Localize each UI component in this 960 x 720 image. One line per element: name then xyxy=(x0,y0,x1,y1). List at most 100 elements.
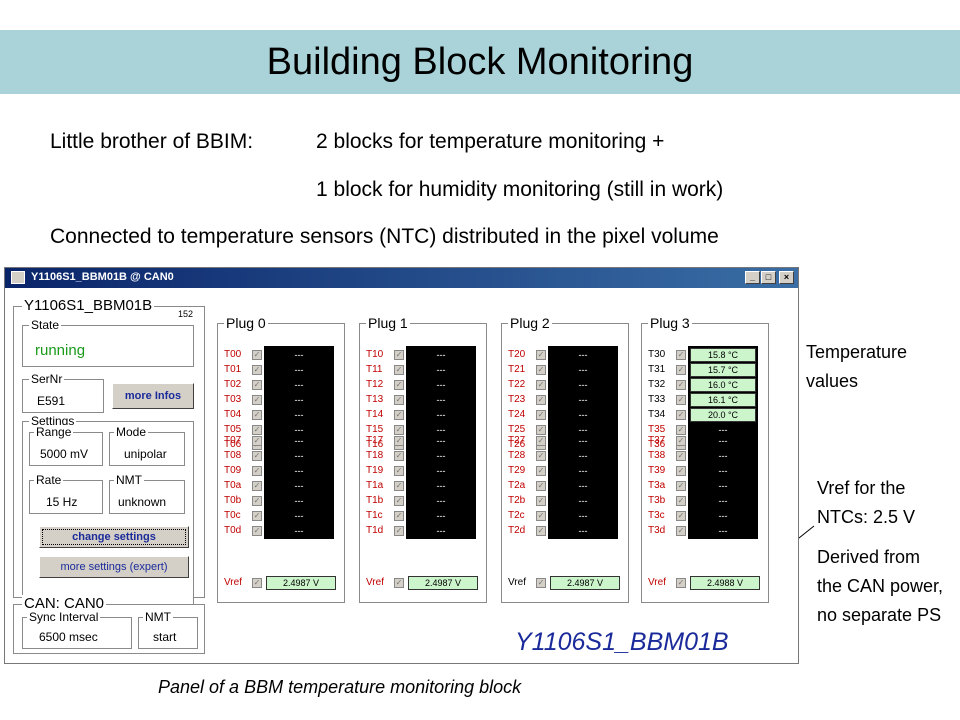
sensor-label: T32 xyxy=(648,379,666,390)
sensor-enable-checkbox[interactable]: ✓ xyxy=(536,496,546,506)
sensor-enable-checkbox[interactable]: ✓ xyxy=(394,511,404,521)
sensor-enable-checkbox[interactable]: ✓ xyxy=(394,466,404,476)
sensor-value: --- xyxy=(266,479,332,493)
device-number: 152 xyxy=(178,309,194,319)
vref-checkbox[interactable]: ✓ xyxy=(536,578,546,588)
sensor-enable-checkbox[interactable]: ✓ xyxy=(536,410,546,420)
sensor-enable-checkbox[interactable]: ✓ xyxy=(252,410,262,420)
can-label: CAN: CAN0 xyxy=(22,595,107,612)
sensor-label: T0b xyxy=(224,495,242,506)
sensor-label: T2c xyxy=(508,510,525,521)
sensor-enable-checkbox[interactable]: ✓ xyxy=(536,380,546,390)
sensor-enable-checkbox[interactable]: ✓ xyxy=(394,350,404,360)
sensor-enable-checkbox[interactable]: ✓ xyxy=(252,380,262,390)
sensor-enable-checkbox[interactable]: ✓ xyxy=(676,395,686,405)
sensor-enable-checkbox[interactable]: ✓ xyxy=(676,466,686,476)
change-settings-button[interactable]: change settings xyxy=(39,526,189,548)
sensor-enable-checkbox[interactable]: ✓ xyxy=(536,395,546,405)
sensor-enable-checkbox[interactable]: ✓ xyxy=(676,511,686,521)
sensor-value: --- xyxy=(690,509,756,523)
sensor-label: T19 xyxy=(366,465,384,476)
sensor-row: T29✓--- xyxy=(502,464,630,478)
sensor-enable-checkbox[interactable]: ✓ xyxy=(676,451,686,461)
minimize-button[interactable]: _ xyxy=(745,271,760,284)
sensor-enable-checkbox[interactable]: ✓ xyxy=(676,365,686,375)
maximize-button[interactable]: □ xyxy=(761,271,776,284)
sensor-enable-checkbox[interactable]: ✓ xyxy=(536,481,546,491)
vref-label: Vref xyxy=(648,577,666,588)
sensor-enable-checkbox[interactable]: ✓ xyxy=(676,410,686,420)
vref-row: Vref✓2.4987 V xyxy=(218,576,346,590)
sensor-label: T26 xyxy=(508,439,526,450)
mode-value: unipolar xyxy=(124,447,167,461)
sensor-enable-checkbox[interactable]: ✓ xyxy=(252,436,262,446)
sensor-value: --- xyxy=(408,434,474,448)
sensor-enable-checkbox[interactable]: ✓ xyxy=(676,350,686,360)
sensor-row: T3b✓--- xyxy=(642,494,770,508)
sensor-enable-checkbox[interactable]: ✓ xyxy=(252,526,262,536)
sensor-label: T28 xyxy=(508,450,526,461)
sensor-enable-checkbox[interactable]: ✓ xyxy=(252,496,262,506)
vref-label: Vref xyxy=(224,577,242,588)
sensor-enable-checkbox[interactable]: ✓ xyxy=(676,496,686,506)
sensor-enable-checkbox[interactable]: ✓ xyxy=(252,511,262,521)
sensor-enable-checkbox[interactable]: ✓ xyxy=(536,365,546,375)
sensor-enable-checkbox[interactable]: ✓ xyxy=(394,395,404,405)
sensor-enable-checkbox[interactable]: ✓ xyxy=(394,451,404,461)
sensor-enable-checkbox[interactable]: ✓ xyxy=(252,425,262,435)
sync-interval-value: 6500 msec xyxy=(39,630,98,644)
rate-label: Rate xyxy=(34,473,64,487)
sensor-enable-checkbox[interactable]: ✓ xyxy=(536,436,546,446)
sensor-enable-checkbox[interactable]: ✓ xyxy=(536,451,546,461)
sensor-value: --- xyxy=(266,393,332,407)
plug-title: Plug 2 xyxy=(508,315,552,331)
sensor-enable-checkbox[interactable]: ✓ xyxy=(252,466,262,476)
sensor-enable-checkbox[interactable]: ✓ xyxy=(676,436,686,446)
sensor-enable-checkbox[interactable]: ✓ xyxy=(676,526,686,536)
more-infos-button[interactable]: more Infos xyxy=(112,383,194,409)
sensor-value: 15.8 °C xyxy=(690,348,756,362)
sensor-enable-checkbox[interactable]: ✓ xyxy=(676,481,686,491)
sensor-enable-checkbox[interactable]: ✓ xyxy=(252,350,262,360)
vref-row: Vref✓2.4988 V xyxy=(642,576,770,590)
more-settings-button[interactable]: more settings (expert) xyxy=(39,556,189,578)
sensor-row: T32✓16.0 °C xyxy=(642,378,770,392)
slide-title: Building Block Monitoring xyxy=(266,41,694,83)
rate-value: 15 Hz xyxy=(46,495,78,509)
sensor-enable-checkbox[interactable]: ✓ xyxy=(394,380,404,390)
sensor-value: --- xyxy=(550,494,616,508)
vref-checkbox[interactable]: ✓ xyxy=(394,578,404,588)
sensor-enable-checkbox[interactable]: ✓ xyxy=(536,425,546,435)
sensor-label: T23 xyxy=(508,394,526,405)
sensor-enable-checkbox[interactable]: ✓ xyxy=(536,511,546,521)
close-button[interactable]: × xyxy=(779,271,794,284)
sensor-row: T1a✓--- xyxy=(360,479,488,493)
sensor-enable-checkbox[interactable]: ✓ xyxy=(252,395,262,405)
vref-checkbox[interactable]: ✓ xyxy=(252,578,262,588)
sensor-enable-checkbox[interactable]: ✓ xyxy=(394,496,404,506)
sensor-label: T1a xyxy=(366,480,384,491)
sensor-value: --- xyxy=(550,378,616,392)
sensor-enable-checkbox[interactable]: ✓ xyxy=(394,365,404,375)
sensor-enable-checkbox[interactable]: ✓ xyxy=(394,526,404,536)
vref-checkbox[interactable]: ✓ xyxy=(676,578,686,588)
sensor-row: T2d✓--- xyxy=(502,524,630,538)
sensor-enable-checkbox[interactable]: ✓ xyxy=(676,425,686,435)
sensor-enable-checkbox[interactable]: ✓ xyxy=(536,350,546,360)
sensor-enable-checkbox[interactable]: ✓ xyxy=(252,451,262,461)
sensor-row: T0c✓--- xyxy=(218,509,346,523)
sensor-enable-checkbox[interactable]: ✓ xyxy=(394,425,404,435)
sensor-enable-checkbox[interactable]: ✓ xyxy=(252,481,262,491)
sensor-enable-checkbox[interactable]: ✓ xyxy=(536,466,546,476)
sensor-label: T34 xyxy=(648,409,666,420)
vref-row: Vref✓2.4987 V xyxy=(502,576,630,590)
sensor-value: --- xyxy=(408,393,474,407)
sensor-enable-checkbox[interactable]: ✓ xyxy=(676,380,686,390)
sensor-label: T01 xyxy=(224,364,242,375)
sensor-enable-checkbox[interactable]: ✓ xyxy=(536,526,546,536)
sensor-enable-checkbox[interactable]: ✓ xyxy=(252,365,262,375)
sensor-enable-checkbox[interactable]: ✓ xyxy=(394,481,404,491)
sensor-enable-checkbox[interactable]: ✓ xyxy=(394,436,404,446)
sensor-enable-checkbox[interactable]: ✓ xyxy=(394,410,404,420)
